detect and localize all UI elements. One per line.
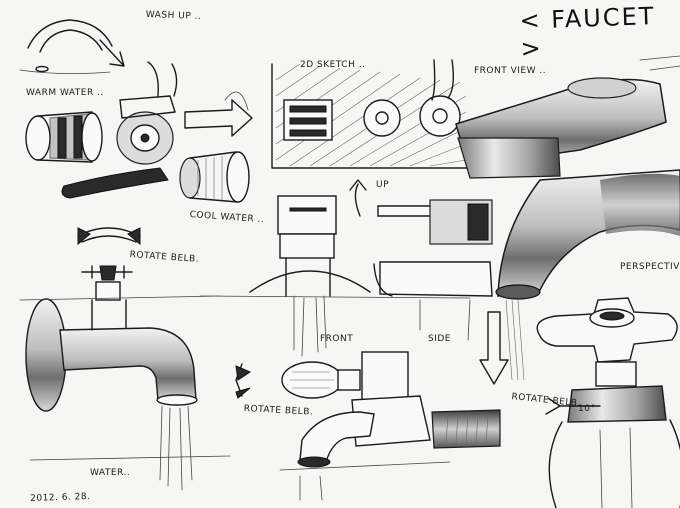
handle-exploded-sketch	[25, 61, 250, 203]
up-arrow-icon	[349, 179, 367, 217]
classic-faucet-sketch	[19, 265, 231, 491]
sheet-title: < FAUCET >	[519, 2, 656, 63]
perspective-faucet-render	[455, 55, 680, 300]
down-arrow-icon	[479, 299, 525, 385]
front-label: FRONT	[320, 334, 354, 344]
side-label: SIDE	[428, 334, 451, 344]
2d-sketch-label: 2D SKETCH ..	[300, 60, 366, 70]
arrow-right-icon	[184, 99, 253, 137]
rotate-belb-faucet-sketch	[235, 351, 501, 501]
2d-sketch-panel	[271, 59, 471, 169]
wash-up-label: WASH UP ..	[145, 10, 202, 22]
up-label: UP	[376, 180, 390, 190]
wash-up-sketch	[19, 19, 125, 74]
front-view-faucet-sketch	[199, 195, 471, 357]
date-label: 2012. 6. 28.	[30, 491, 91, 504]
rotate-arrow-icon	[77, 227, 141, 246]
degree-label: 10°	[578, 404, 596, 414]
warm-water-label: WARM WATER ..	[26, 88, 104, 98]
water-label: WATER..	[90, 468, 131, 478]
perspective-label: PERSPECTIV	[620, 262, 680, 272]
front-view-label: FRONT VIEW ..	[474, 66, 547, 76]
side-view-faucet-sketch	[373, 199, 493, 341]
cross-handle-faucet-sketch	[536, 297, 680, 508]
